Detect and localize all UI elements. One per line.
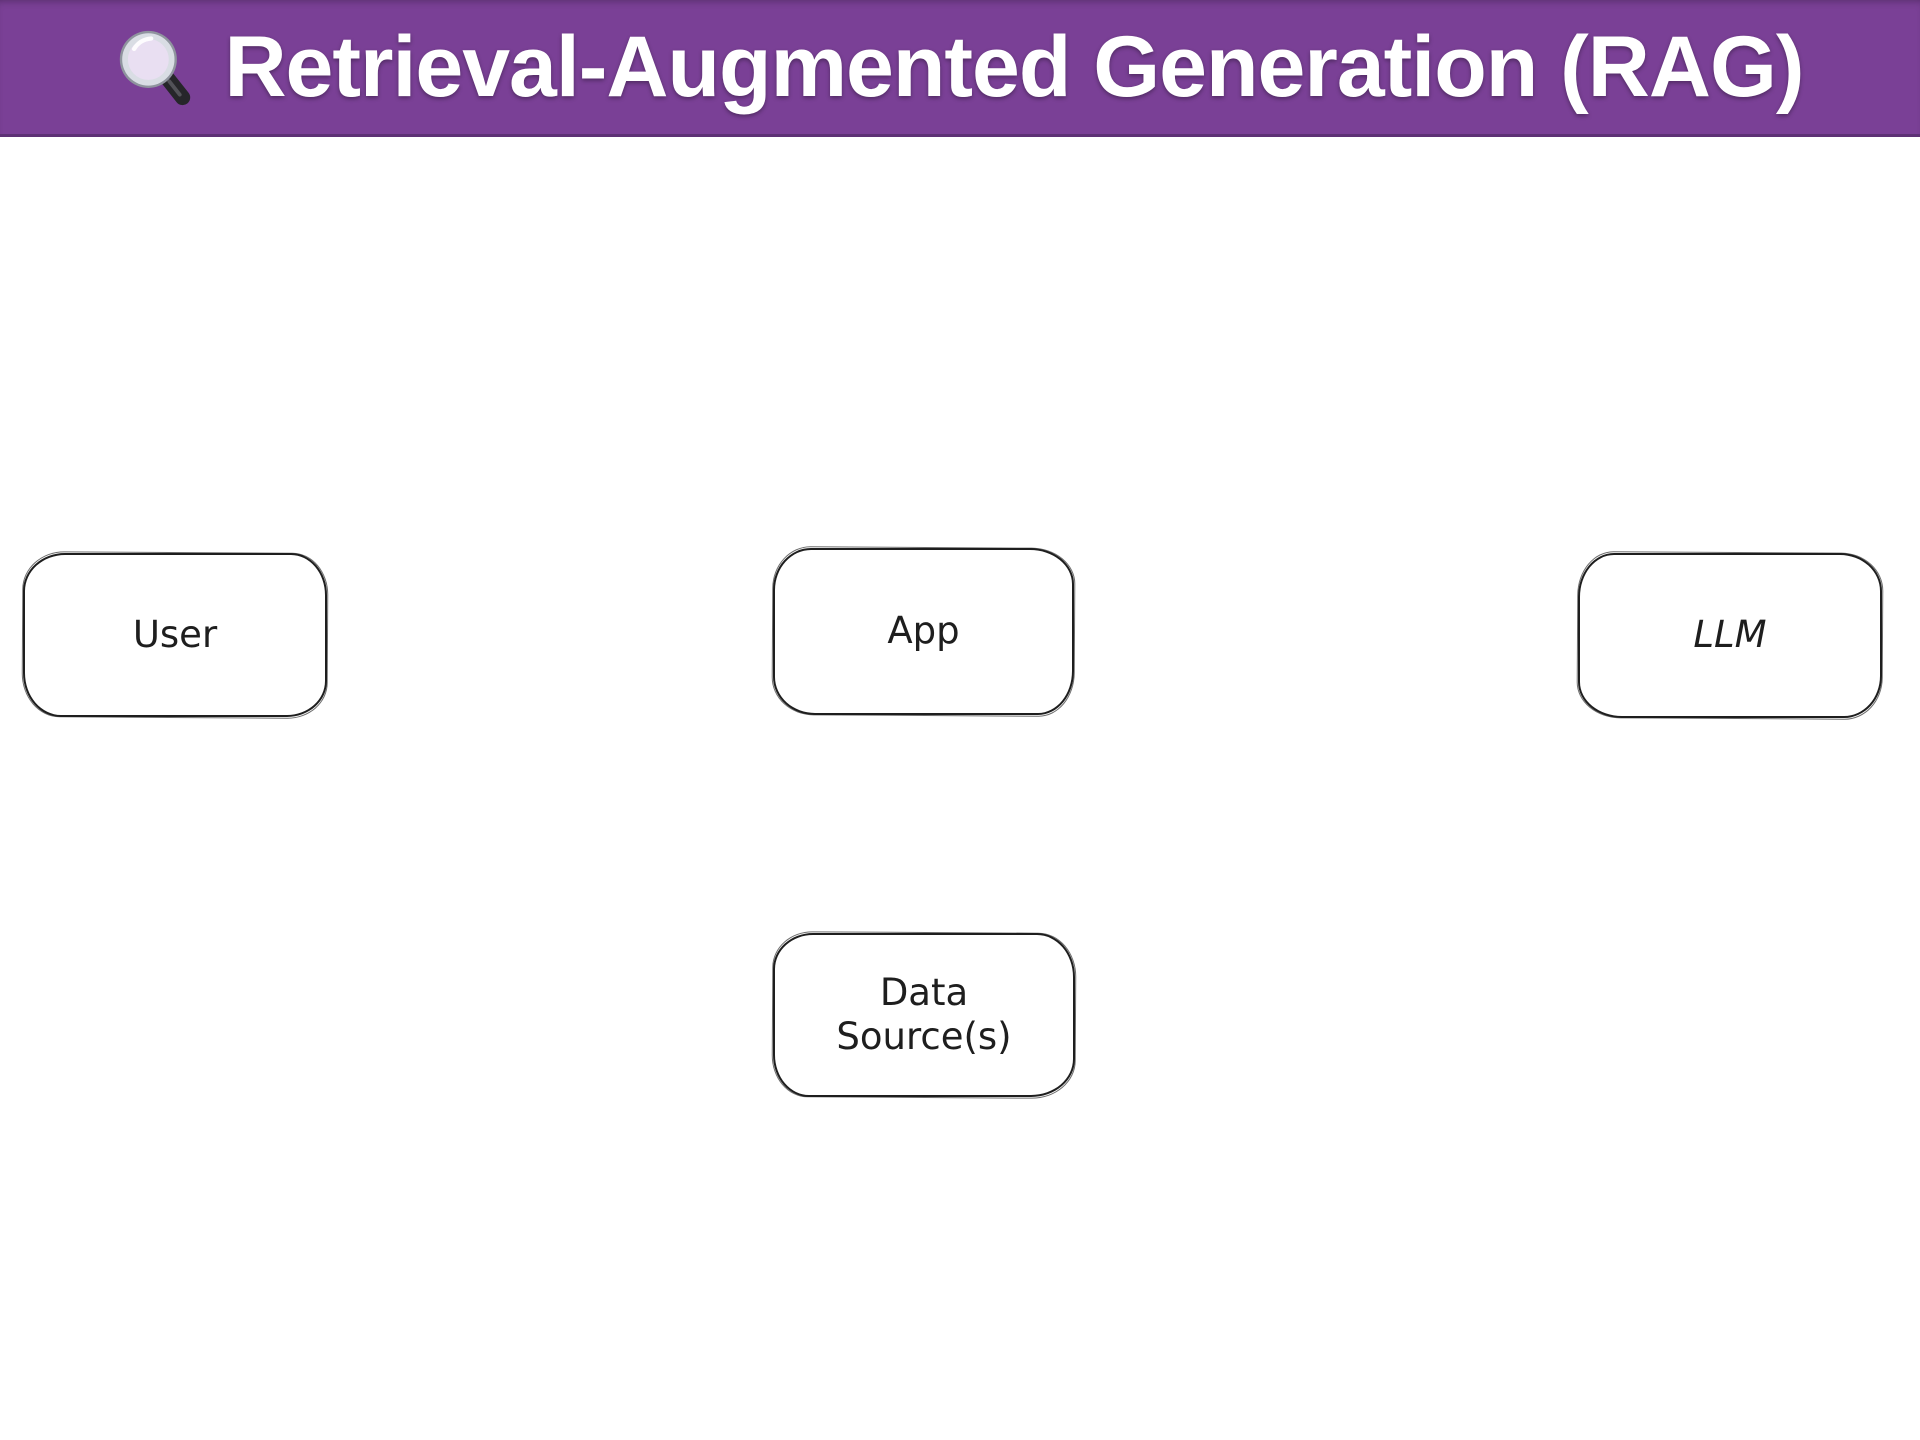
node-llm-label: LLM	[1693, 613, 1767, 657]
diagram-canvas: User App LLM Data Source(s)	[0, 137, 1920, 1440]
node-user: User	[23, 553, 327, 717]
node-llm: LLM	[1578, 553, 1882, 718]
node-data-sources-label: Data Source(s)	[836, 970, 1012, 1058]
node-data-sources: Data Source(s)	[773, 933, 1075, 1097]
node-app: App	[773, 548, 1074, 715]
node-user-label: User	[132, 612, 218, 656]
node-app-label: App	[887, 609, 960, 653]
magnifying-glass-icon	[120, 30, 191, 106]
title-bar: Retrieval-Augmented Generation (RAG)	[0, 0, 1920, 137]
page-title: Retrieval-Augmented Generation (RAG)	[224, 19, 1804, 115]
